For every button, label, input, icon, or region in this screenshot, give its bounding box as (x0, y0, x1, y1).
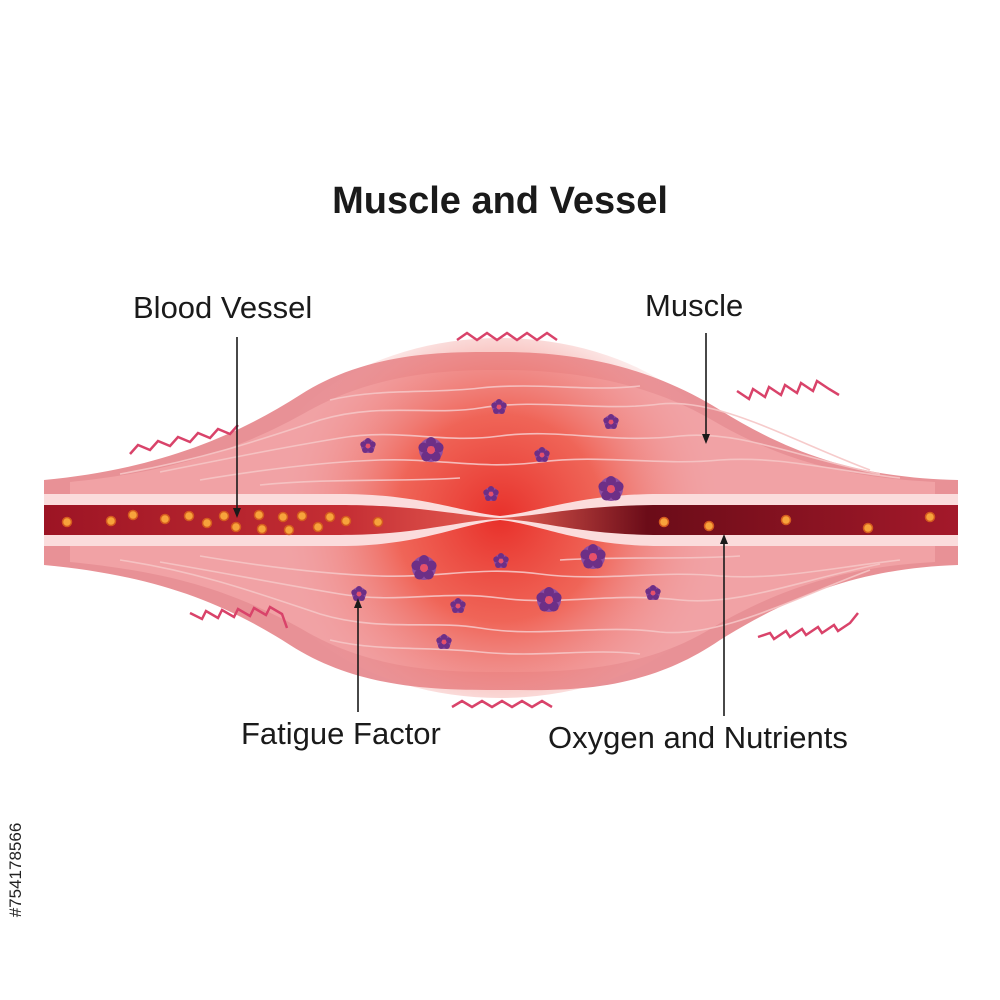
tension-zigzags (129, 331, 859, 709)
arrowhead-blood-vessel (233, 508, 241, 518)
label-muscle: Muscle (645, 288, 744, 323)
arrowhead-fatigue (354, 598, 362, 608)
label-oxygen-nutrients: Oxygen and Nutrients (548, 720, 848, 755)
zigzag-bottom (451, 699, 553, 709)
zigzag-upper-left (129, 424, 239, 455)
zigzag-lower-right (757, 612, 859, 641)
page-title: Muscle and Vessel (332, 180, 668, 222)
arrowhead-oxygen (720, 534, 728, 544)
stock-id-text: #754178566 (6, 822, 25, 918)
muscle-fibers (119, 385, 901, 655)
vessel-lumen (44, 505, 958, 535)
zigzag-top (456, 331, 558, 342)
leader-lines (233, 333, 728, 716)
zigzag-upper-right (736, 379, 840, 401)
zigzag-lower-left (189, 605, 289, 629)
arrowhead-muscle (702, 434, 710, 444)
label-blood-vessel: Blood Vessel (133, 290, 313, 325)
stock-id-watermark: #754178566 (2, 770, 30, 970)
label-fatigue-factor: Fatigue Factor (241, 716, 441, 751)
